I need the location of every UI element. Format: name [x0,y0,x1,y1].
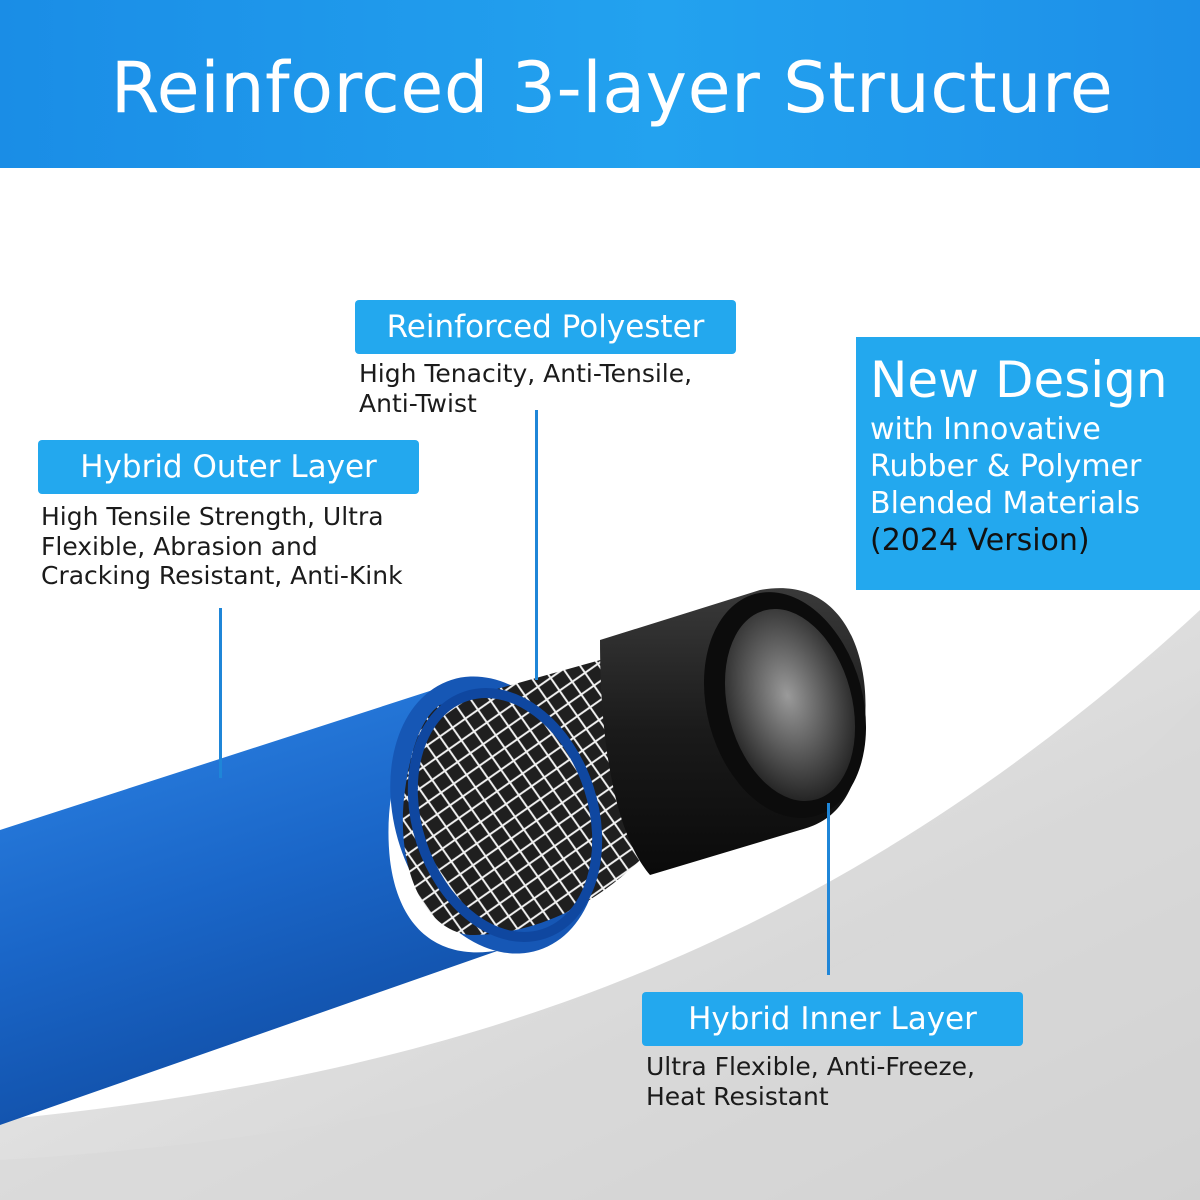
description-line: Cracking Resistant, Anti-Kink [41,561,403,590]
callout-title: New Design [870,351,1168,409]
callout-line: with Innovative [870,412,1101,447]
description-line: Heat Resistant [646,1081,829,1111]
callout-line: Rubber & Polymer [870,449,1142,484]
reinforced-polyester-label: Reinforced Polyester [355,300,736,354]
description-line: High Tensile Strength, Ultra [41,502,384,531]
callout-version: (2024 Version) [870,523,1090,558]
description-line: Anti-Twist [359,388,477,418]
hybrid-outer-layer-description: High Tensile Strength, Ultra Flexible, A… [41,502,403,591]
hose-outer-layer [0,678,500,1125]
description-line: Ultra Flexible, Anti-Freeze, [646,1052,975,1081]
description-line: High Tenacity, Anti-Tensile, [359,359,693,388]
header-banner: Reinforced 3-layer Structure [0,0,1200,168]
leader-line-outer [219,608,222,778]
reinforced-polyester-description: High Tenacity, Anti-Tensile, Anti-Twist [359,359,692,418]
hybrid-inner-layer-description: Ultra Flexible, Anti-Freeze, Heat Resist… [646,1052,975,1111]
callout-line: Blended Materials [870,486,1140,521]
description-line: Flexible, Abrasion and [41,531,318,561]
hybrid-outer-layer-label: Hybrid Outer Layer [38,440,419,494]
leader-line-inner [827,803,830,975]
hybrid-inner-layer-label: Hybrid Inner Layer [642,992,1023,1046]
leader-line-polyester [535,410,538,680]
page-title: Reinforced 3-layer Structure [110,47,1114,129]
new-design-callout: New Design with Innovative Rubber & Poly… [856,337,1200,590]
